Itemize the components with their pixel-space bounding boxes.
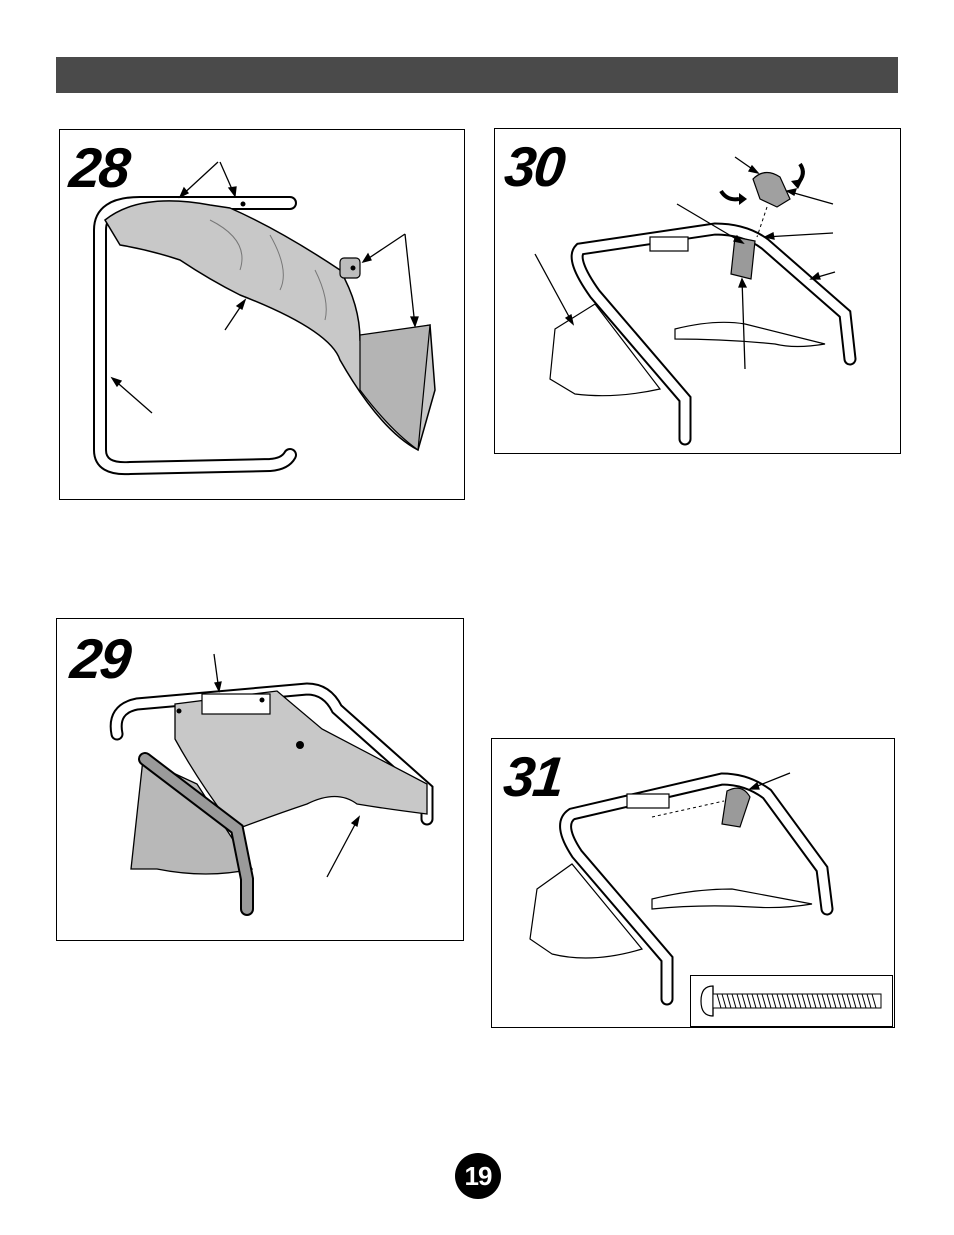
step-30-illustration xyxy=(495,129,901,454)
step-28-panel: 28 xyxy=(59,129,465,500)
screw-icon xyxy=(691,976,891,1026)
step-29-panel: 29 xyxy=(56,618,464,941)
step-30-panel: 30 xyxy=(494,128,901,454)
step-29-illustration xyxy=(57,619,464,941)
step-28-illustration xyxy=(60,130,465,500)
step-31-panel: 31 xyxy=(491,738,895,1028)
page-number: 19 xyxy=(455,1153,501,1199)
header-bar xyxy=(56,57,898,93)
screw-detail-box xyxy=(690,975,893,1027)
